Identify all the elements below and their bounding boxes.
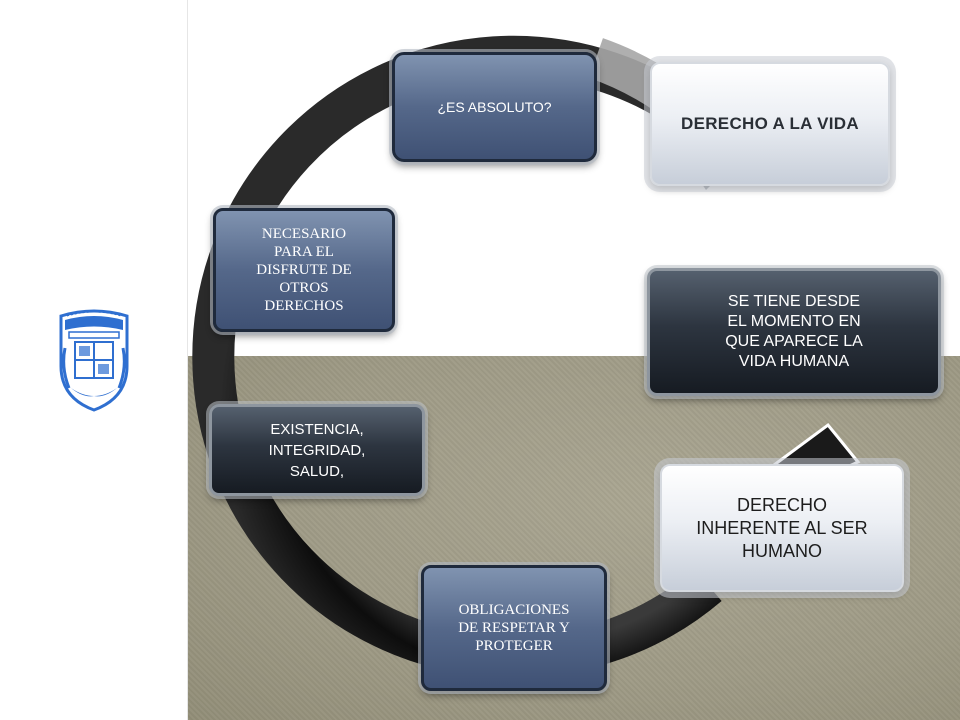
node-label-line: QUE APARECE LA (725, 333, 863, 350)
node-es-absoluto: ¿ES ABSOLUTO? (392, 52, 597, 162)
node-label-line: DE RESPETAR Y (458, 620, 570, 636)
node-label-line: OBLIGACIONES (458, 602, 570, 618)
node-label-line: OTROS (279, 280, 329, 296)
node-label-line: VIDA HUMANA (738, 353, 850, 370)
node-derecho-inherente: DERECHO INHERENTE AL SER HUMANO (660, 464, 904, 592)
node-existencia: EXISTENCIA, INTEGRIDAD, SALUD, (209, 404, 425, 496)
node-label-line: DISFRUTE DE (256, 262, 352, 278)
node-se-tiene-desde: SE TIENE DESDE EL MOMENTO EN QUE APARECE… (647, 268, 941, 396)
node-label-line: PROTEGER (475, 638, 553, 654)
node-label-line: DERECHO (736, 494, 827, 515)
node-label-line: SALUD, (289, 462, 345, 480)
node-label: ¿ES ABSOLUTO? (437, 99, 552, 115)
node-necesario: NECESARIO PARA EL DISFRUTE DE OTROS DERE… (213, 208, 395, 332)
node-label-line: INHERENTE AL SER (696, 517, 868, 538)
node-derecho-a-la-vida: DERECHO A LA VIDA (650, 62, 890, 186)
university-crest-icon (59, 309, 129, 412)
node-label-line: SE TIENE DESDE (727, 293, 861, 310)
node-label-line: DERECHOS (264, 298, 344, 314)
node-label-line: HUMANO (741, 540, 822, 561)
node-label-line: EL MOMENTO EN (727, 313, 861, 330)
node-obligaciones: OBLIGACIONES DE RESPETAR Y PROTEGER (421, 565, 607, 691)
node-label-line: EXISTENCIA, (270, 420, 364, 438)
node-label-line: NECESARIO (261, 226, 347, 242)
node-label: DERECHO A LA VIDA (681, 114, 859, 133)
node-label-line: INTEGRIDAD, (268, 441, 366, 459)
node-label-line: PARA EL (274, 244, 334, 260)
